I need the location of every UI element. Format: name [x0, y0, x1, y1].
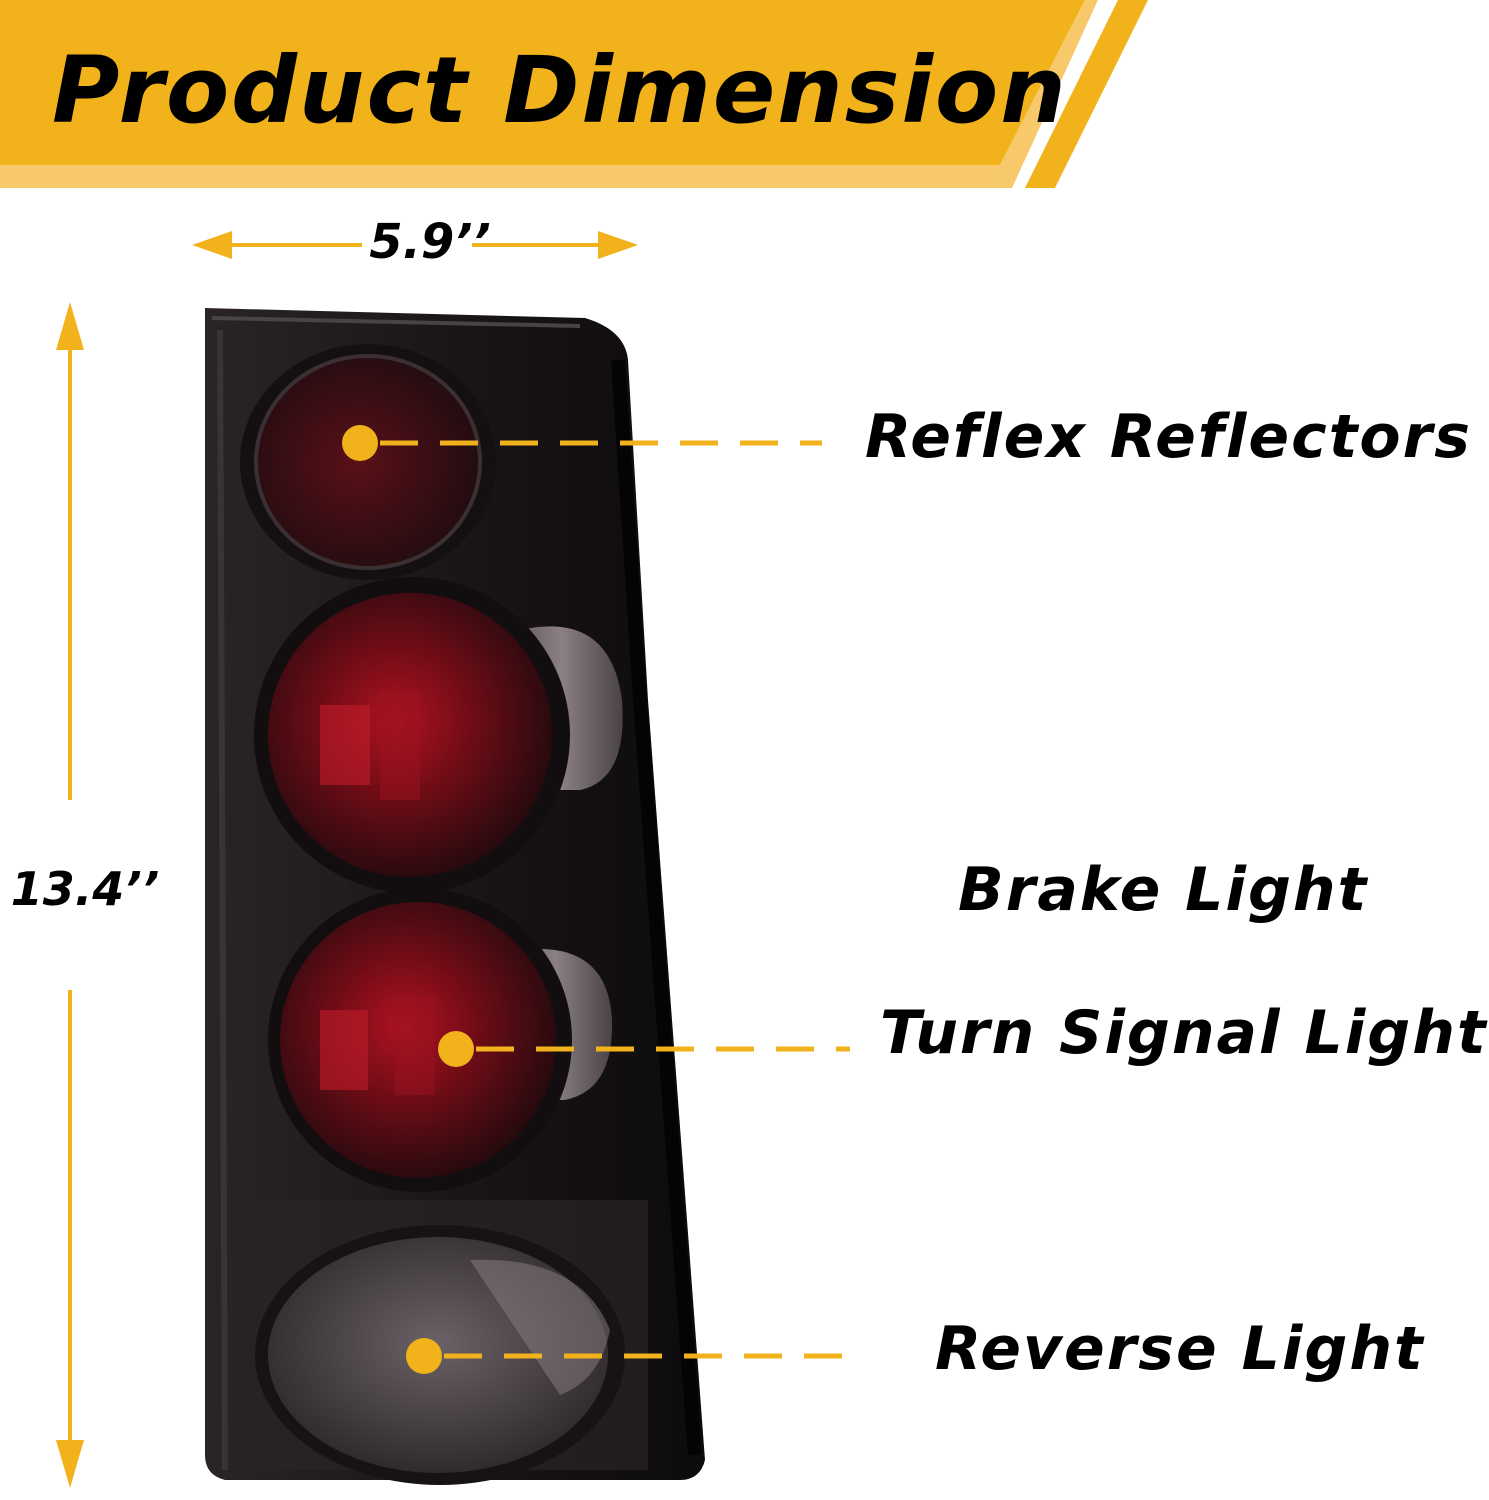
width-dimension-label: 5.9’’: [369, 214, 491, 270]
callout-reflex-reflectors: Reflex Reflectors: [865, 402, 1472, 472]
width-arrow-icon: [192, 231, 638, 259]
callout-turn-signal-light: Turn Signal Light: [880, 998, 1488, 1068]
title-banner: [0, 0, 1148, 188]
height-dimension-label: 13.4’’: [10, 862, 160, 916]
height-arrow-icon: [56, 302, 84, 1488]
callout-reflex-line: [342, 425, 822, 461]
dot-marker-icon: [406, 1338, 442, 1374]
dot-marker-icon: [438, 1031, 474, 1067]
callout-brake-light: Brake Light: [958, 855, 1369, 925]
page-title: Product Dimension: [52, 37, 1068, 144]
callout-reverse-light: Reverse Light: [935, 1314, 1425, 1384]
callout-reverse-line: [406, 1338, 846, 1374]
callout-turn-line: [438, 1031, 850, 1067]
dot-marker-icon: [342, 425, 378, 461]
